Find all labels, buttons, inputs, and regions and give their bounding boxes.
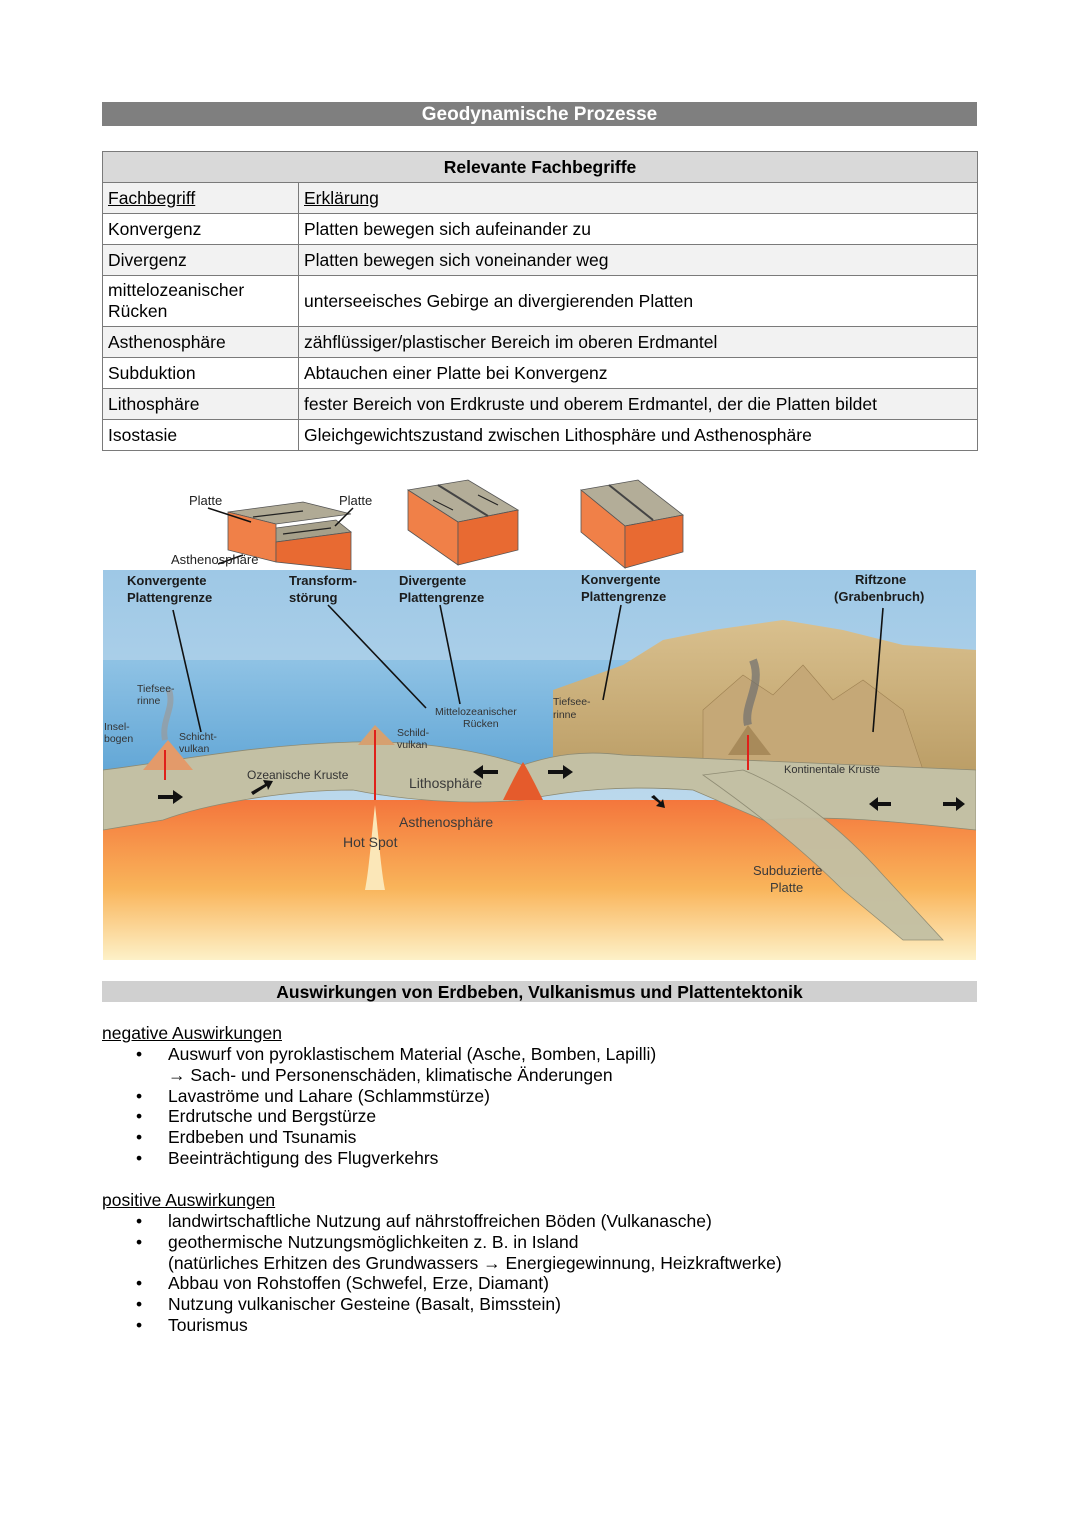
positive-effects-title: positive Auswirkungen [102,1190,276,1210]
column-header-term: Fachbegriff [108,187,196,208]
term-cell: Konvergenz [102,213,299,245]
label-tiefsee2-a: Tiefsee- [553,696,591,708]
movement-arrows [158,765,965,811]
label-konvergent2-a: Konvergente [581,572,660,587]
leader-lines [172,604,884,733]
label-transform-b: störung [289,590,337,605]
term-cell: Asthenosphäre [102,326,299,358]
divergent-block-icon [406,479,520,566]
label-transform-a: Transform- [289,573,357,588]
convergent-block-icon [580,479,684,569]
transform-block-icon [207,501,354,571]
list-item: •Erdbeben und Tsunamis [136,1127,357,1148]
terms-table-heading-row: Relevante Fachbegriffe [102,151,978,183]
definition-cell: zähflüssiger/plastischer Bereich im ober… [298,326,978,358]
table-row: Asthenosphäre zähflüssiger/plastischer B… [102,326,978,358]
negative-effects-list: •Auswurf von pyroklastischem Material (A… [103,1044,656,1169]
label-lithosphaere: Lithosphäre [409,775,482,791]
label-riftzone-a: Riftzone [855,572,906,587]
term-cell: Isostasie [102,419,299,451]
definition-cell: fester Bereich von Erdkruste und oberem … [298,388,978,420]
label-subduziert-b: Platte [770,880,803,895]
label-divergent-a: Divergente [399,573,466,588]
terms-table-header-row: Fachbegriff Erklärung [102,182,978,214]
term-cell: Divergenz [102,244,299,276]
definition-cell: unterseeisches Gebirge an divergierenden… [298,275,978,327]
definition-cell: Gleichgewichtszustand zwischen Lithosphä… [298,419,978,451]
positive-effects-list: •landwirtschaftliche Nutzung auf nährsto… [103,1211,782,1336]
label-tiefsee1-b: rinne [137,695,161,707]
label-platte-right: Platte [339,493,372,508]
label-subduziert-a: Subduzierte [753,863,822,878]
label-schicht-a: Schicht- [179,731,217,743]
label-konvergent2-b: Plattengrenze [581,589,666,604]
label-platte-left: Platte [189,493,222,508]
table-row: Isostasie Gleichgewichtszustand zwischen… [102,419,978,451]
label-insel-b: bogen [104,733,133,745]
label-konvergent1-a: Konvergente [127,573,206,588]
table-row: Subduktion Abtauchen einer Platte bei Ko… [102,357,978,389]
list-item: •Nutzung vulkanischer Gesteine (Basalt, … [136,1294,561,1315]
label-insel-a: Insel- [104,721,130,733]
label-kontinentale-kruste: Kontinentale Kruste [784,764,880,776]
label-asthenosphaere: Asthenosphäre [399,814,493,830]
list-item: •Abbau von Rohstoffen (Schwefel, Erze, D… [136,1273,549,1294]
label-konvergent1-b: Plattengrenze [127,590,212,605]
table-row: Divergenz Platten bewegen sich voneinand… [102,244,978,276]
table-row: mittelozeanischer Rücken unterseeisches … [102,275,978,327]
column-header-explanation: Erklärung [304,187,379,208]
effects-heading: Auswirkungen von Erdbeben, Vulkanismus u… [102,981,977,1002]
negative-effects-title: negative Auswirkungen [102,1023,282,1043]
label-tiefsee2-b: rinne [553,709,577,721]
label-tiefsee1-a: Tiefsee- [137,683,175,695]
list-item: •Beeinträchtigung des Flugverkehrs [136,1147,439,1168]
label-schild-a: Schild- [397,727,430,739]
label-ozeanische-kruste: Ozeanische Kruste [247,768,349,782]
page-title: Geodynamische Prozesse [102,102,977,126]
definition-cell: Abtauchen einer Platte bei Konvergenz [298,357,978,389]
table-row: Konvergenz Platten bewegen sich aufeinan… [102,213,978,245]
definition-cell: Platten bewegen sich aufeinander zu [298,213,978,245]
label-mor-a: Mittelozeanischer [435,706,517,718]
label-divergent-b: Plattengrenze [399,590,484,605]
term-cell: mittelozeanischer Rücken [102,275,299,327]
terms-table-heading: Relevante Fachbegriffe [102,151,978,183]
label-block-asthenosphaere: Asthenosphäre [171,552,258,567]
table-row: Lithosphäre fester Bereich von Erdkruste… [102,388,978,420]
label-schild-b: vulkan [397,739,428,751]
definition-cell: Platten bewegen sich voneinander weg [298,244,978,276]
term-cell: Subduktion [102,357,299,389]
list-item: •Erdrutsche und Bergstürze [136,1106,377,1127]
label-hot-spot: Hot Spot [343,834,398,850]
list-item: •Auswurf von pyroklastischem Material (A… [136,1044,657,1085]
list-item: •landwirtschaftliche Nutzung auf nährsto… [136,1211,712,1231]
label-schicht-b: vulkan [179,743,210,755]
label-riftzone-b: (Grabenbruch) [834,589,924,604]
plate-tectonics-diagram: Platte Platte Asthenosphäre [103,479,976,960]
label-mor-b: Rücken [463,718,499,730]
term-cell: Lithosphäre [102,388,299,420]
list-item: •geothermische Nutzungsmöglichkeiten z. … [136,1231,782,1273]
terms-table: Relevante Fachbegriffe Fachbegriff Erklä… [102,151,978,451]
list-item: •Tourismus [136,1314,248,1335]
list-item: •Lavaströme und Lahare (Schlammstürze) [136,1085,490,1106]
